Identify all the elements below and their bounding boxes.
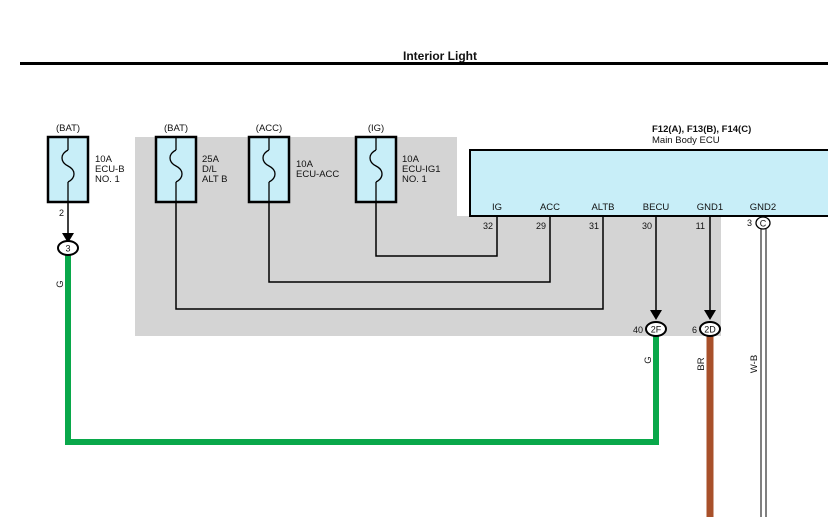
gnd2-connector-label: C [760,219,767,229]
ecu-box [469,149,828,217]
fuse-name-line1: ECU-B [95,164,125,175]
fuse-name-line1: D/L [202,164,217,175]
ecu-code: F12(A), F13(B), F14(C) [652,124,751,135]
fuse-rating: 10A [95,154,113,165]
arrow-ecub [62,233,74,243]
fuse-symbol-icon [61,149,75,183]
connector-3-label: 3 [65,244,70,254]
ecu-name: Main Body ECU [652,135,720,146]
wire-ig [375,186,498,257]
fuse-source: (ACC) [256,123,282,134]
connector-2f-pin: 40 [633,325,643,335]
terminal-gnd2: GND2 [750,202,776,213]
arrow-gnd1 [704,310,716,320]
wire-color-label-g-right: G [643,356,654,363]
pin-acc: 29 [536,221,546,231]
fuse-name-line1: ECU-ACC [296,169,339,180]
fuse-name-line2: NO. 1 [402,174,427,185]
title-rule [20,62,828,65]
pin-becu: 30 [642,221,652,231]
wire-acc [268,186,551,283]
connector-2f-label: 2F [651,325,662,335]
terminal-ig: IG [492,202,502,213]
wire-altb [175,186,604,310]
fuse-symbol-icon [369,149,383,183]
connector-2f [645,321,667,337]
connector-2d [699,321,721,337]
wire-green [65,255,659,445]
connector-3 [57,240,79,256]
wire-color-label-br: BR [696,357,707,370]
terminal-becu: BECU [643,202,670,213]
pin-altb: 31 [589,221,599,231]
arrow-becu [650,310,662,320]
fuse-symbol-icon [262,149,276,183]
wire-color-label-g-left: G [55,280,66,287]
fuse-ecu-b: (BAT) 10A ECU-B NO. 1 2 [46,123,125,218]
wire-color-label-wb: W-B [749,355,760,373]
fuse-rating: 25A [202,154,220,165]
gnd2-connector [755,216,771,230]
internal-wires [67,186,711,314]
fuse-name-line2: ALT B [202,174,228,185]
fuse-source: (IG) [368,123,384,134]
fuse-name-line2: NO. 1 [95,174,120,185]
terminal-gnd1: GND1 [697,202,723,213]
fuse-rating: 10A [296,159,314,170]
connector-2d-pin: 6 [692,325,697,335]
pin-gnd1: 11 [696,221,705,231]
fuse-symbol-icon [169,149,183,183]
terminal-acc: ACC [540,202,560,213]
terminal-altb: ALTB [591,202,614,213]
fuse-dl-alt-b: (BAT) 25A D/L ALT B [154,123,228,204]
pin-ig: 32 [483,221,493,231]
diagram-title: Interior Light [403,49,477,63]
pin-gnd2: 3 [747,218,752,228]
junction-block-region-lower [457,216,721,336]
fuse-source: (BAT) [164,123,188,134]
connector-2d-label: 2D [704,325,716,335]
fuse-rating: 10A [402,154,420,165]
fuse-name-line1: ECU-IG1 [402,164,441,175]
fuse-pin: 2 [59,208,64,218]
fuse-ecu-ig1: (IG) 10A ECU-IG1 NO. 1 [354,123,441,204]
fuse-source: (BAT) [56,123,80,134]
fuse-ecu-acc: (ACC) 10A ECU-ACC [247,123,339,204]
